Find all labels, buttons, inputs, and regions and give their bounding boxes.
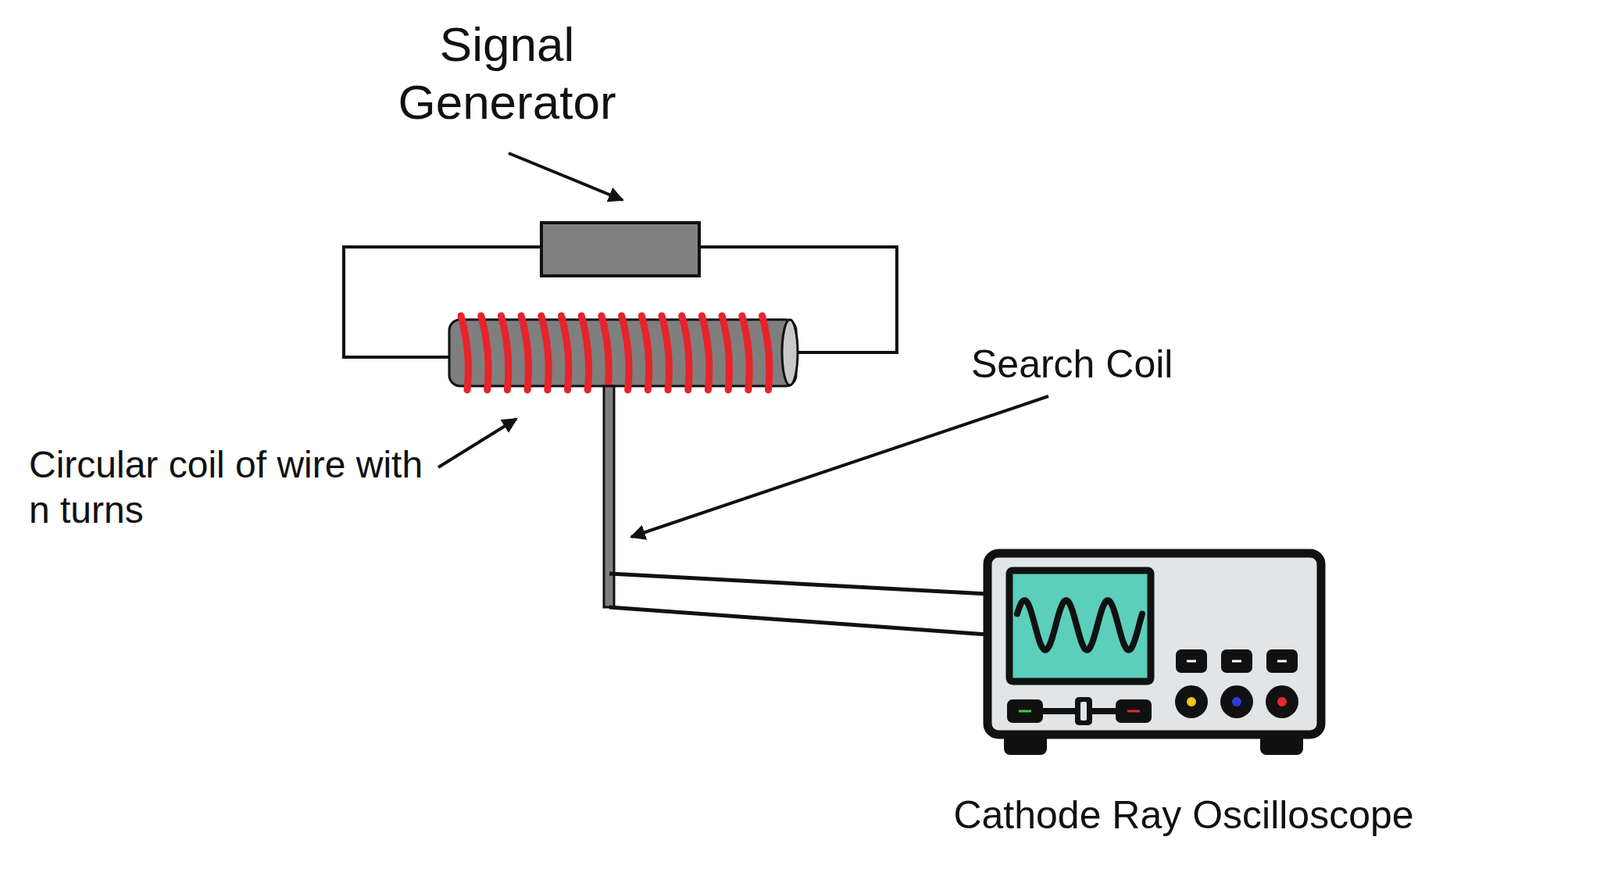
scope-buttons-part [1175,649,1208,673]
oscilloscope-leads-part [609,573,988,594]
scope-buttons-part [1186,660,1197,663]
oscilloscope [987,553,1322,755]
scope-buttons-part [1175,685,1208,718]
scope-buttons-part [1127,710,1140,713]
leader-arrows-part [438,418,517,468]
coil-core-part [782,319,798,386]
scope-buttons-part [1232,696,1242,707]
coil-winding [581,315,589,390]
coil-winding [601,315,609,390]
leader-arrows-part [631,396,1049,537]
coil-winding [742,315,750,390]
scope-buttons-part [1080,701,1087,721]
scope-buttons-part [1232,660,1242,663]
scope-buttons-part [1115,699,1152,723]
scope-buttons-part [1277,660,1287,663]
oscilloscope-part [987,553,1322,735]
scope-buttons [1007,649,1299,725]
scope-buttons-part [1221,649,1253,673]
component-label: Signal Generator [358,15,656,133]
scope-buttons-part [1186,696,1197,707]
coil-winding [621,315,629,390]
scope-buttons-part [1018,710,1032,713]
scope-buttons-part [1265,685,1299,718]
scope-buttons-part [1007,699,1043,723]
oscilloscope-leads-part [609,607,988,635]
coil-winding [661,315,669,390]
coil-winding [460,315,468,390]
coil-winding [641,315,649,390]
component-label: Cathode Ray Oscilloscope [902,791,1465,839]
coil-winding [701,315,709,390]
oscilloscope-part [1017,600,1143,650]
coil-winding [721,315,729,390]
coil-winding [521,315,529,390]
signal-generator-box [541,222,700,276]
scope-buttons-part [1266,649,1298,673]
coil-winding [541,315,549,390]
leader-arrows [438,153,1049,537]
coil-winding [682,315,690,390]
leader-arrows-part [508,153,623,200]
coil-winding [481,315,489,390]
coil-winding [500,315,508,390]
oscilloscope-part [1009,570,1151,682]
component-label: Search Coil [971,340,1300,388]
oscilloscope-leads [609,573,988,635]
scope-buttons-part [1220,685,1254,718]
scope-buttons-part [1277,696,1287,707]
coil-windings [460,315,770,390]
coil-winding [762,315,770,390]
coil-winding [561,315,569,390]
scope-buttons-part [1075,696,1093,725]
component-label: Circular coil of wire with n turns [28,442,451,533]
